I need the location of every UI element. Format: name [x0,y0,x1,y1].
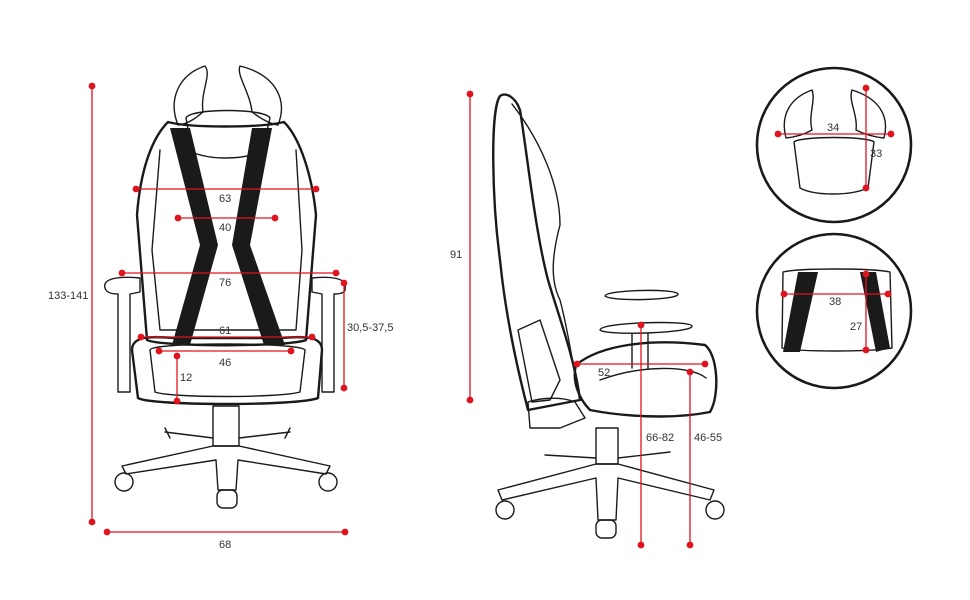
side-gas-lift [595,427,619,465]
dim-dot [686,541,694,549]
headrest-right-horn [850,89,887,139]
label-seat-floor-height: 46-55 [694,432,722,444]
dim-dot [862,184,870,192]
dim-dot [466,396,474,404]
dim-dot [774,130,782,138]
dim-dot [308,333,316,341]
front-base [121,445,331,491]
front-seat-cushion [149,343,306,398]
label-backrest-inner-width: 40 [219,222,231,234]
dim-dot [341,528,349,536]
dim-dot [287,347,295,355]
front-caster-center [216,489,238,509]
label-seat-cushion-height: 12 [180,372,192,384]
headrest-detail-circle [755,66,913,224]
label-seat-width: 46 [219,357,231,369]
label-lumbar-width: 38 [829,296,841,308]
label-headrest-height: 33 [870,148,882,160]
label-armrest-span: 76 [219,277,231,289]
label-lumbar-height: 27 [850,321,862,333]
front-gas-lift [212,405,240,447]
dim-dot [887,130,895,138]
side-armrest-post [631,333,649,369]
side-backrest-inner [511,103,577,381]
side-caster-left [495,500,515,520]
dim-dot [103,528,111,536]
label-armrest-floor-height: 66-82 [646,432,674,444]
front-caster-left [114,472,134,492]
dim-dot [862,346,870,354]
dim-dot [271,214,279,222]
side-caster-center [595,519,617,539]
label-headrest-width: 34 [827,122,839,134]
headrest-left-horn [783,89,814,139]
dim-dot [332,269,340,277]
dim-dot [155,347,163,355]
front-view-dimensions [88,82,349,536]
lumbar-detail-circle [755,232,913,390]
headrest-detail [755,66,913,224]
front-right-stripe [232,128,285,345]
label-seat-depth: 52 [598,367,610,379]
dim-dot [862,270,870,278]
side-seat [573,341,718,418]
lumbar-left-stripe [783,272,818,352]
front-backrest-outline [135,120,318,347]
dim-dot [466,90,474,98]
dim-dot [637,321,645,329]
dim-dot [780,290,788,298]
dim-dot [862,84,870,92]
dim-dot [701,360,709,368]
dim-dot [88,518,96,526]
side-armrest-top [604,289,679,301]
front-headrest-left-wing [173,65,208,126]
lumbar-right-stripe [860,272,890,352]
dim-dot [340,279,348,287]
front-right-armrest [311,276,346,393]
side-mechanism [527,397,586,429]
headrest-pillow [793,136,875,195]
dim-dot [132,185,140,193]
front-left-armrest [104,276,141,393]
dim-dot [573,360,581,368]
dim-dot [312,185,320,193]
front-backrest-inner-panel [151,149,303,331]
label-armrest-height-range: 30,5-37,5 [347,322,393,334]
dim-dot [137,333,145,341]
front-base-back-legs [164,427,291,439]
side-view-chair [492,93,725,539]
dim-dot [637,541,645,549]
side-caster-right [705,500,725,520]
dim-dot [174,214,182,222]
dim-dot [340,384,348,392]
dim-dot [686,368,694,376]
side-base [497,463,715,521]
side-base-back-legs [544,451,671,459]
side-view-dimensions [466,90,709,549]
label-backrest-top-width: 63 [219,193,231,205]
dim-dot [118,269,126,277]
dim-dot [173,352,181,360]
front-left-stripe [170,128,218,345]
side-bolster [517,319,561,403]
dim-dot [173,397,181,405]
front-caster-right [318,472,338,492]
label-backrest-height: 91 [450,249,462,261]
lumbar-detail [755,232,913,390]
dim-dot [88,82,96,90]
front-view-chair [104,65,346,509]
side-seat-cushion [599,367,707,381]
label-height-range: 133-141 [48,290,88,302]
label-base-width: 68 [219,539,231,551]
lumbar-pillow [781,268,893,352]
side-armrest-lower [599,321,693,334]
label-seat-back-width: 61 [219,325,231,337]
dim-dot [884,290,892,298]
front-headrest-right-wing [238,65,283,126]
